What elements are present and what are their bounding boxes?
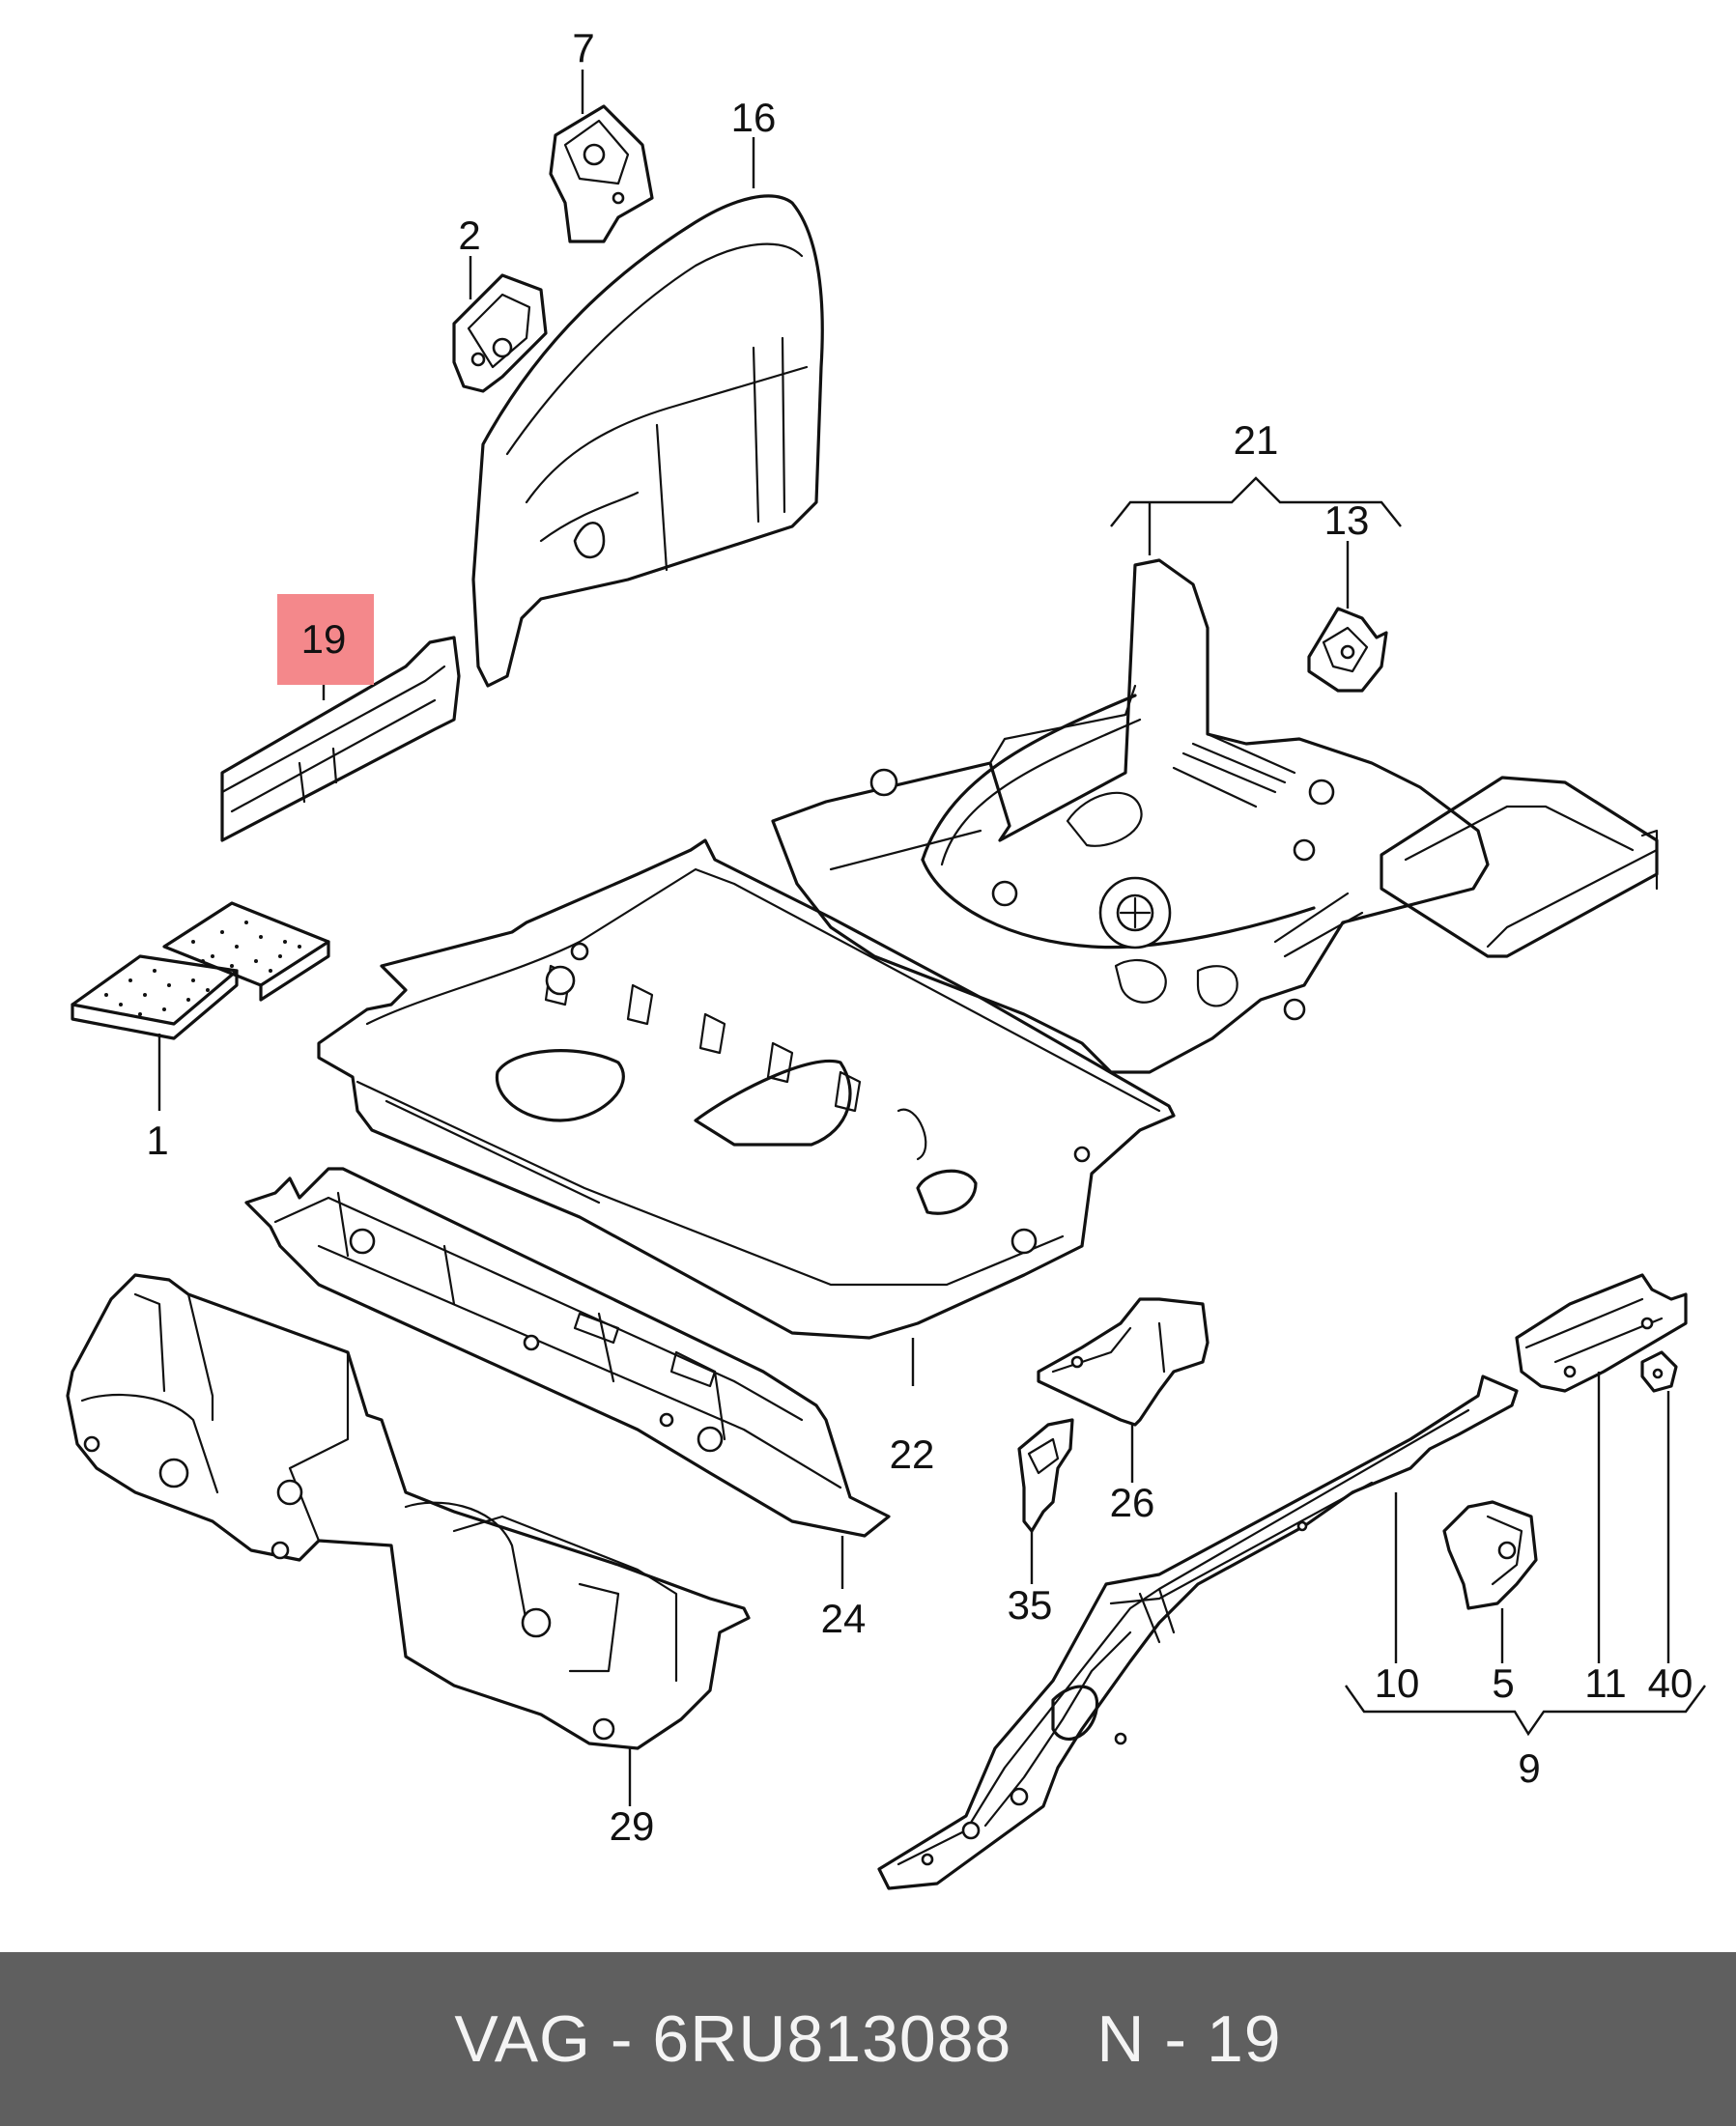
- footer-dash: -: [610, 2002, 634, 2076]
- part-24-drawing: [244, 1167, 891, 1589]
- part-26-drawing: [1037, 1297, 1210, 1483]
- part-13-drawing: [1307, 541, 1388, 693]
- footer-caption: VAG - 6RU813088 N - 19: [454, 2001, 1281, 2077]
- part-35-drawing: [1017, 1418, 1074, 1584]
- parts-diagram: 7 16 2 19 21 13 1 22 26 35 24 29 10 5 11…: [66, 25, 1706, 1890]
- footer-bar: VAG - 6RU813088 N - 19: [0, 1952, 1736, 2126]
- part-21-drawing: [771, 476, 1659, 1074]
- footer-part-number: 6RU813088: [652, 2002, 1012, 2076]
- label-24: 24: [821, 1596, 867, 1641]
- label-35: 35: [1008, 1582, 1053, 1628]
- label-22: 22: [890, 1432, 935, 1477]
- label-21: 21: [1234, 417, 1279, 463]
- label-40: 40: [1648, 1660, 1693, 1706]
- part-2-drawing: [452, 256, 548, 393]
- part-11-drawing: [1515, 1273, 1688, 1663]
- label-29: 29: [610, 1803, 655, 1849]
- label-11: 11: [1584, 1660, 1627, 1706]
- part-5-drawing: [1442, 1500, 1538, 1663]
- label-2: 2: [458, 213, 480, 258]
- label-10: 10: [1375, 1660, 1420, 1706]
- part-29-drawing: [66, 1273, 751, 1806]
- group-9-bracket: [1345, 1685, 1706, 1737]
- pad-texture: [104, 921, 301, 1016]
- label-9: 9: [1518, 1745, 1540, 1791]
- label-26: 26: [1110, 1480, 1155, 1525]
- part-10-drawing: [877, 1375, 1519, 1890]
- part-7-drawing: [549, 70, 654, 243]
- label-1: 1: [146, 1118, 168, 1163]
- label-5: 5: [1492, 1660, 1514, 1706]
- label-13: 13: [1324, 497, 1370, 543]
- footer-position-prefix: N: [1096, 2002, 1146, 2076]
- footer-position: 19: [1206, 2002, 1282, 2076]
- label-19: 19: [301, 616, 347, 662]
- part-19-drawing: [220, 636, 461, 842]
- label-7: 7: [572, 25, 594, 71]
- part-40-drawing: [1640, 1350, 1678, 1663]
- part-16-drawing: [471, 137, 824, 688]
- part-22-drawing: [317, 838, 1176, 1386]
- footer-dash-2: -: [1164, 2002, 1188, 2076]
- footer-brand: VAG: [454, 2002, 591, 2076]
- part-1-drawing: [71, 901, 330, 1111]
- highlight-box-19: [277, 594, 374, 685]
- label-16: 16: [731, 95, 777, 140]
